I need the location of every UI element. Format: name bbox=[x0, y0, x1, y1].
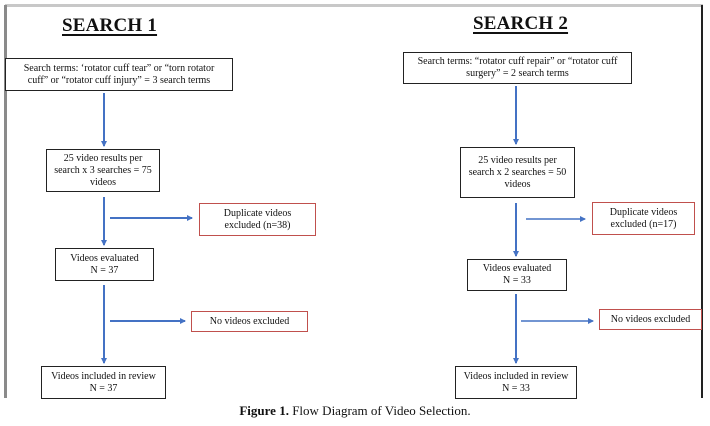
frame-right-border bbox=[701, 5, 703, 398]
search2-duplicates-text: Duplicate videos excluded (n=17) bbox=[609, 206, 678, 230]
figure-label: Figure 1. bbox=[239, 403, 289, 418]
search1-included-box: Videos included in review N = 37 bbox=[41, 366, 166, 399]
search2-results-box: 25 video results per search x 2 searches… bbox=[460, 147, 575, 198]
search1-search-terms-text: Search terms: ‘rotator cuff tear” or “to… bbox=[23, 62, 215, 86]
search2-search-terms-box: Search terms: “rotator cuff repair” or “… bbox=[403, 52, 632, 84]
search1-none-excluded-text: No videos excluded bbox=[209, 315, 290, 327]
search2-none-excluded-box: No videos excluded bbox=[599, 309, 702, 330]
search1-results-box: 25 video results per search x 3 searches… bbox=[46, 149, 160, 192]
search1-evaluated-text: Videos evaluated N = 37 bbox=[70, 252, 139, 276]
search1-duplicates-box: Duplicate videos excluded (n=38) bbox=[199, 203, 316, 236]
search1-included-text: Videos included in review N = 37 bbox=[51, 370, 156, 394]
search1-title: SEARCH 1 bbox=[62, 15, 158, 36]
search2-search-terms-text: Search terms: “rotator cuff repair” or “… bbox=[417, 56, 618, 79]
search2-included-box: Videos included in review N = 33 bbox=[455, 366, 577, 399]
search2-title: SEARCH 2 bbox=[473, 13, 569, 34]
search2-results-text: 25 video results per search x 2 searches… bbox=[468, 154, 567, 190]
figure-caption-text: Flow Diagram of Video Selection. bbox=[288, 403, 471, 418]
frame-top-border bbox=[5, 4, 703, 7]
search1-duplicates-text: Duplicate videos excluded (n=38) bbox=[223, 207, 292, 231]
search2-duplicates-box: Duplicate videos excluded (n=17) bbox=[592, 202, 695, 235]
search1-results-text: 25 video results per search x 3 searches… bbox=[54, 152, 152, 188]
figure-caption: Figure 1. Flow Diagram of Video Selectio… bbox=[0, 403, 710, 419]
search1-search-terms-box: Search terms: ‘rotator cuff tear” or “to… bbox=[5, 58, 233, 91]
search2-evaluated-text: Videos evaluated N = 33 bbox=[482, 263, 552, 286]
search2-none-excluded-text: No videos excluded bbox=[610, 313, 691, 325]
frame-left-border bbox=[4, 5, 7, 398]
search1-evaluated-box: Videos evaluated N = 37 bbox=[55, 248, 154, 281]
search2-included-text: Videos included in review N = 33 bbox=[463, 370, 569, 394]
search2-evaluated-box: Videos evaluated N = 33 bbox=[467, 259, 567, 291]
search1-none-excluded-box: No videos excluded bbox=[191, 311, 308, 332]
